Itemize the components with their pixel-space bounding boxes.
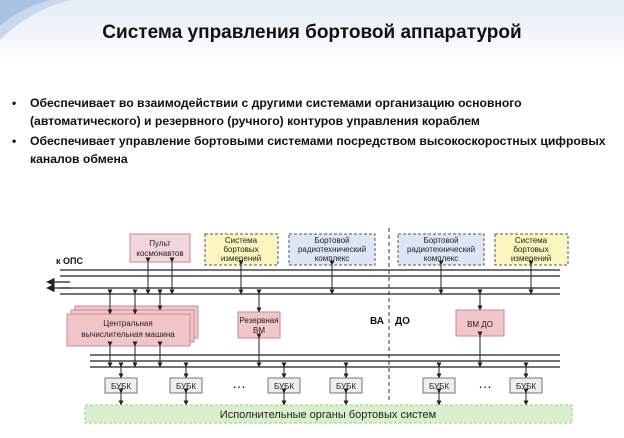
bullet-list: • Обеспечивает во взаимодействии с другим…	[12, 94, 617, 170]
executive-organs-box: Исполнительные органы бортовых систем	[84, 404, 573, 424]
executive-organs-label: Исполнительные органы бортовых систем	[220, 409, 436, 421]
reserve-vm-box: Резервная ВМ	[237, 311, 281, 339]
vm-do-label: ВМ ДО	[467, 320, 493, 329]
upper-bus	[60, 269, 560, 295]
onboard-measurement-label: измерений	[221, 254, 261, 263]
onboard-measurement-label: измерений	[511, 254, 551, 263]
radio-complex-label: Бортовой	[423, 236, 458, 245]
bubk-unit: БУБК	[104, 362, 138, 406]
radio-complex-label: Бортовой	[314, 236, 349, 245]
radio-complex-label: радиотехнический	[407, 245, 475, 254]
ellipsis-label: …	[478, 375, 492, 391]
onboard-measurement-box-right: Система бортовых измерений	[494, 233, 569, 266]
slide-title: Система управления бортовой аппаратурой	[102, 22, 522, 43]
radio-complex-box-right: Бортовой радиотехнический комплекс	[397, 233, 485, 266]
do-label: ДО	[395, 316, 410, 327]
reserve-vm-label: Резервная	[239, 316, 278, 325]
va-label: ВА	[370, 316, 384, 327]
bubk-unit: БУБК	[169, 362, 203, 406]
reserve-vm-label: ВМ	[253, 326, 265, 335]
central-computer-label: вычислительная машина	[81, 330, 175, 339]
cosmonaut-panel-label: Пульт	[149, 239, 171, 248]
radio-complex-label: радиотехнический	[298, 245, 366, 254]
bullet-text: Обеспечивает во взаимодействии с другими…	[30, 96, 522, 128]
bubk-unit: БУБК	[422, 362, 456, 406]
radio-complex-label: комплекс	[315, 254, 350, 263]
corner-swoosh-decoration	[0, 0, 70, 40]
central-computer-stack: Центральная вычислительная машина	[66, 305, 199, 347]
bubk-unit: БУБК	[509, 362, 543, 406]
middle-connectors-lower	[107, 331, 483, 368]
onboard-measurement-label: Система	[225, 236, 258, 245]
bubk-label: БУБК	[274, 382, 294, 391]
bubk-label: БУБК	[429, 382, 449, 391]
bubk-label: БУБК	[516, 382, 536, 391]
bullet-item: • Обеспечивает управление бортовыми систе…	[12, 132, 617, 168]
cosmonaut-panel-label: космонавтов	[136, 249, 183, 258]
top-connectors	[145, 257, 534, 295]
bullet-text: Обеспечивает управление бортовыми систем…	[30, 134, 606, 166]
middle-connectors-upper	[107, 289, 483, 315]
bubk-label: БУБК	[176, 382, 196, 391]
bubk-label: БУБК	[336, 382, 356, 391]
onboard-measurement-label: бортовых	[223, 245, 258, 254]
bubk-label: БУБК	[111, 382, 131, 391]
ellipsis-label: …	[232, 375, 246, 391]
central-computer-label: Центральная	[103, 319, 152, 328]
bullet-dot-icon: •	[12, 134, 17, 148]
onboard-measurement-label: бортовых	[513, 245, 548, 254]
header-band	[0, 0, 624, 62]
onboard-measurement-label: Система	[515, 236, 548, 245]
bubk-unit: БУБК	[267, 362, 301, 406]
vm-do-box: ВМ ДО	[455, 309, 505, 337]
bullet-item: • Обеспечивает во взаимодействии с другим…	[12, 94, 617, 130]
bubk-row: БУБК БУБК БУБК БУБК БУБК БУБК	[104, 362, 543, 406]
radio-complex-label: комплекс	[424, 254, 459, 263]
cosmonaut-panel-box: Пульт космонавтов	[129, 233, 191, 263]
bullet-dot-icon: •	[12, 96, 17, 110]
onboard-measurement-box-left: Система бортовых измерений	[204, 233, 279, 266]
radio-complex-box-left: Бортовой радиотехнический комплекс	[288, 233, 376, 266]
ops-label: к ОПС	[56, 256, 83, 266]
bubk-unit: БУБК	[329, 362, 363, 406]
